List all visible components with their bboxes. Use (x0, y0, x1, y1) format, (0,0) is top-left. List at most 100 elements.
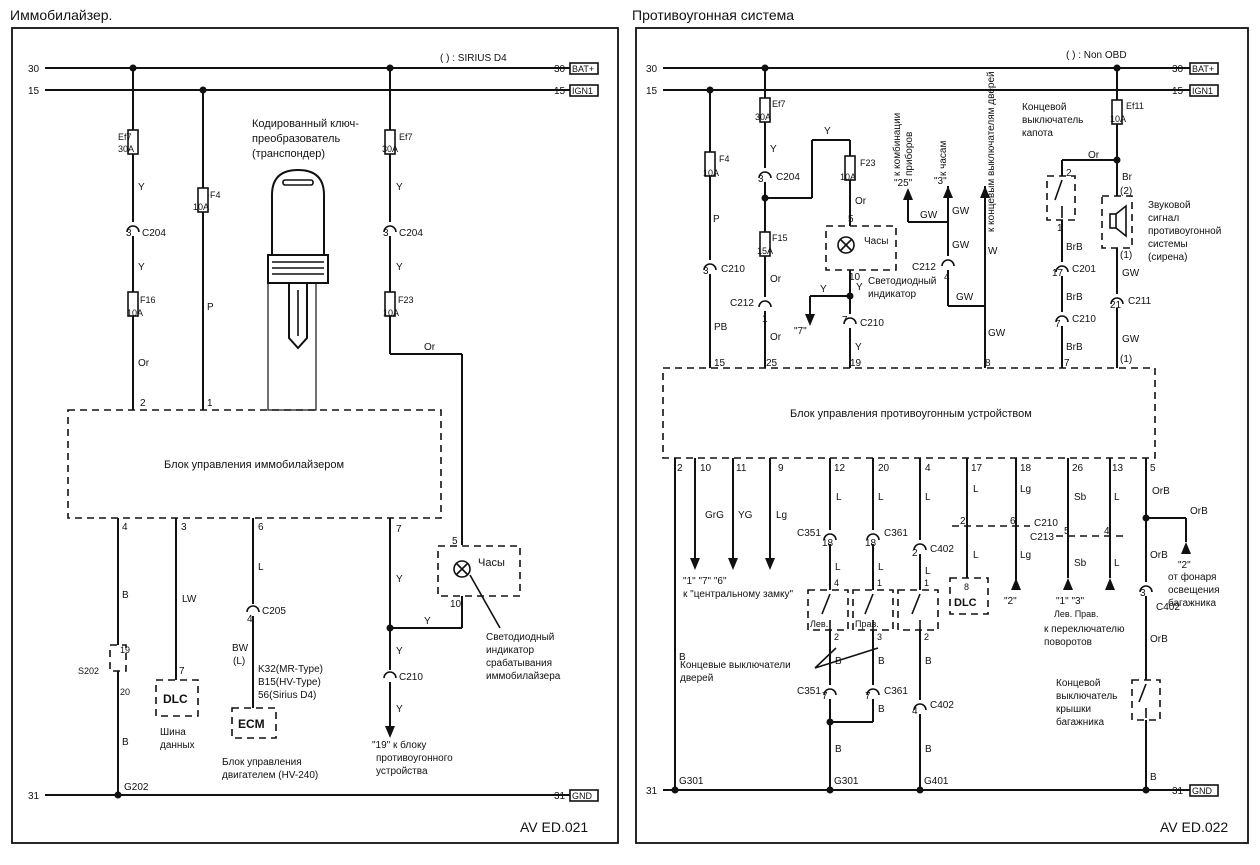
c211-label: C211 (1128, 296, 1152, 307)
fuse-ef7-label: Ef7 (399, 132, 413, 142)
tag-bat: BAT+ (572, 64, 594, 74)
wire-sb-label: Sb (1074, 492, 1087, 503)
wire-orb-label: OrB (1150, 634, 1168, 645)
door-sw-left: Лев. (810, 619, 828, 629)
panel-title: Противоугонная система (632, 7, 794, 23)
tag-3: "3" (934, 176, 947, 187)
power-buses: 30 15 31 30 15 31 BAT+ IGN1 GND ( ) : No… (646, 50, 1219, 797)
pin-1-label: 1 (877, 578, 882, 588)
to-instr-1: к комбинации (891, 113, 903, 176)
pin-25-label: 25 (766, 358, 778, 369)
siren-caption-5: (сирена) (1148, 252, 1187, 263)
circuit-siren: Ef11 10A Br (2) (1) GW 21 C211 GW (1) Зв… (1101, 64, 1221, 368)
fuse-f4-label: F4 (210, 190, 221, 200)
led-caption-3: срабатывания (486, 657, 552, 669)
door-sw-right: Прав. (855, 619, 879, 629)
wire-p-label: P (713, 214, 720, 225)
c402-label: C402 (1156, 602, 1180, 613)
c402-label: C402 (930, 544, 954, 555)
c212-label: C212 (730, 298, 754, 309)
ecm-pin-1: K32(MR-Type) (258, 664, 323, 675)
pin-5-label: 5 (848, 214, 854, 225)
c210-label: C210 (1034, 518, 1058, 529)
pin-3-label: 3 (703, 266, 709, 277)
pin-2-label: 2 (140, 398, 146, 409)
pin-4-label: 4 (122, 522, 128, 533)
led-caption-2: индикатор (868, 289, 916, 300)
wire-orb-label: OrB (1152, 486, 1170, 497)
wire-y-label: Y (396, 182, 403, 193)
pin-2-label: 2 (912, 548, 918, 559)
clock-label: Часы (864, 236, 888, 247)
tag-gnd: GND (1192, 786, 1213, 796)
pin-15-label: 15 (714, 358, 726, 369)
pin-7-label: 7 (822, 691, 828, 702)
c402-label: C402 (930, 700, 954, 711)
turn-sw-4: поворотов (1044, 637, 1092, 648)
wire-b-label: B (1150, 772, 1157, 783)
pin-7-label: 7 (396, 524, 402, 535)
wire-gw-label: GW (956, 292, 974, 303)
pin-7-label: 7 (1064, 358, 1070, 369)
wire-orb-label: OrB (1150, 550, 1168, 561)
immobilizer-unit-label: Блок управления иммобилайзером (164, 459, 344, 471)
pin-18-label: 18 (865, 538, 877, 549)
wire-gw-label: GW (1122, 334, 1140, 345)
fuse-10a-label: 10A (127, 308, 143, 318)
wire-pb-label: PB (714, 322, 728, 333)
pin-10-label: 10 (849, 272, 861, 283)
pin-1-label: 1 (207, 398, 213, 409)
c351-label: C351 (797, 686, 821, 697)
pin-3-label: 3 (877, 632, 882, 642)
dlc-label: DLC (954, 597, 977, 609)
wire-orb-label: OrB (1190, 506, 1208, 517)
tag-7: "7" (794, 326, 807, 337)
pin-5-label: 5 (452, 536, 458, 547)
wire-b-label: B (878, 704, 885, 715)
wire-l-label: L (836, 492, 842, 503)
fuse-f15-label: F15 (772, 233, 788, 243)
pin-3-label: 3 (181, 522, 187, 533)
fuse-30a-label: 30A (118, 144, 134, 154)
wire-l-label: L (878, 562, 884, 573)
bottom-pin-20: 20 (878, 463, 890, 474)
circuit-central-lock: GrG YG Lg "1" "7" "6" к "центральному за… (683, 458, 794, 600)
c210-label: C210 (1072, 314, 1096, 325)
trunk-light-3: освещения (1168, 585, 1220, 596)
circuit-dlc: 3 LW 7 DLC Шина данных (155, 518, 199, 751)
to-alarm-label-1: "19" к блоку (372, 739, 426, 751)
trunk-switch-3: крышки (1056, 704, 1091, 715)
g301-label: G301 (679, 776, 704, 787)
bottom-pin-26: 26 (1072, 463, 1084, 474)
wire-b-label: B (835, 744, 842, 755)
central-lock-1: "1" "7" "6" (683, 576, 727, 587)
bus-30-label-right: 30 (1172, 64, 1184, 75)
fuse-f16-label: F16 (140, 295, 156, 305)
turn-sw-3: к переключателю (1044, 624, 1125, 635)
wire-y-label: Y (824, 126, 831, 137)
dlc-caption-1: Шина (160, 727, 186, 738)
circuit-gw-pin8: GW GW GW C212 4 GW W GW 8 "25" "3" к ком… (891, 71, 1006, 369)
pin-2-label: 2 (834, 632, 839, 642)
wire-b-label: B (679, 652, 686, 663)
circuit-door-switches: L L L C351 18 C361 18 2 C402 L L L 4 1 1… (680, 458, 954, 794)
trunk-switch-4: багажника (1056, 716, 1104, 728)
tag-bat: BAT+ (1192, 64, 1214, 74)
c213-label: C213 (1030, 532, 1054, 543)
pin-1-label: 1 (1057, 223, 1063, 234)
panel-title: Иммобилайзер. (10, 7, 112, 23)
fuse-10a-label: 10A (193, 202, 209, 212)
pin-4-label: 4 (944, 272, 950, 283)
pin-p1-label: (1) (1120, 250, 1132, 261)
wire-b-label: B (122, 590, 129, 601)
wire-lw-label: LW (182, 594, 197, 605)
diagram-code: AV ED.021 (520, 819, 588, 835)
pin-p1-label: (1) (1120, 354, 1132, 365)
pin-7-label: 7 (1055, 319, 1061, 330)
c361-label: C361 (884, 686, 908, 697)
circuit-ef7-f23: Ef7 30A Y 3 C204 Y F23 10A Or (382, 64, 463, 545)
c210-label: C210 (721, 264, 745, 275)
pin-7-label: 7 (865, 691, 871, 702)
wire-lg-label: Lg (1020, 550, 1031, 561)
